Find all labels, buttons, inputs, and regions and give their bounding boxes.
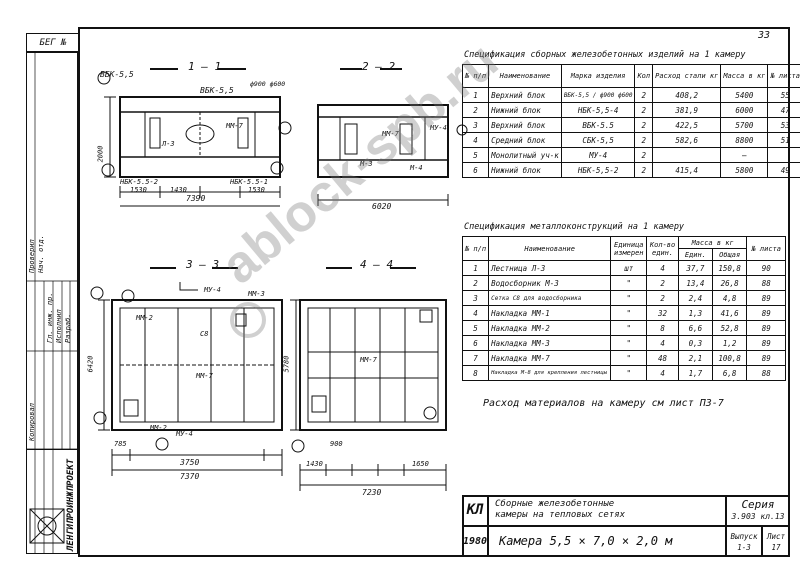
col-mass-unit: Един. (677, 248, 713, 261)
col-sheet: № листа (767, 64, 800, 88)
col-mass: Масса в кг (720, 64, 769, 88)
dim-1430-a: 1430 (170, 186, 187, 194)
spec-precast-table: № п/п Наименование Марка изделия Кол Рас… (461, 64, 800, 178)
title-description: Сборные железобетонные камеры на тепловы… (488, 495, 726, 526)
title-year: 1980 (462, 526, 488, 557)
label-mm7-s1: ММ-7 (226, 122, 243, 130)
dim-7230: 7230 (362, 488, 382, 497)
title-issue-label: Выпуск (730, 532, 758, 541)
spec-precast-title: Спецификация сборных железобетонных изде… (464, 50, 746, 60)
label-mm7-s4: ММ-7 (360, 356, 377, 364)
dim-1530-b: 1530 (248, 186, 265, 194)
dim-900: 900 (330, 440, 343, 448)
title-series: Серия 3.903 кл.13 (726, 495, 790, 526)
col-sheet: № листа (746, 236, 786, 261)
label-f900: ф900 ф600 (250, 80, 286, 88)
col-mark: Марка изделия (560, 64, 636, 88)
dim-7390: 7390 (186, 194, 206, 203)
title-sheet-label: Лист (766, 532, 786, 541)
dim-2000: 2000 (96, 145, 105, 163)
section-caption-4: 4 — 4 (360, 258, 394, 271)
col-name: Наименование (488, 236, 612, 261)
dim-3750: 3750 (180, 458, 200, 467)
title-desc-line1: Сборные железобетонные (495, 499, 615, 509)
title-issue: Выпуск 1-3 (726, 526, 762, 557)
dim-1650: 1650 (412, 460, 429, 468)
dim-6020: 6020 (372, 202, 392, 211)
label-nbk-left: НБК-5.5-2 (120, 178, 158, 186)
label-mu4-bottom: МУ-4 (176, 430, 193, 438)
title-sheet-value: 17 (771, 543, 781, 552)
label-mm2-bottom: ММ-2 (150, 424, 167, 432)
dim-1530-a: 1530 (130, 186, 147, 194)
spec-metal-title: Спецификация металлоконструкций на 1 кам… (464, 222, 685, 232)
label-l3-s1: Л-3 (162, 140, 175, 148)
label-mu4-top: МУ-4 (204, 286, 221, 294)
label-mm7-s2: ММ-7 (382, 130, 399, 138)
label-c8: С8 (200, 330, 209, 338)
dim-1430-b: 1430 (306, 460, 323, 468)
section-3-3-drawing (90, 267, 283, 476)
label-m4-s2: М-4 (410, 164, 423, 172)
col-steel: Расход стали кг (652, 64, 722, 88)
label-nbk51: НБК-5.5-1 (230, 178, 268, 186)
title-series-value: 3.903 кл.13 (731, 512, 785, 521)
label-mm2-top: ММ-2 (136, 314, 153, 322)
title-series-label: Серия (741, 498, 775, 511)
label-m3-s2: М-3 (360, 160, 373, 168)
col-count: Кол (634, 64, 654, 88)
label-mu4-s2: МУ-4 (430, 124, 447, 132)
title-issue-value: 1-3 (737, 543, 751, 552)
dim-785-a: 785 (114, 440, 127, 448)
col-num: № п/п (461, 236, 490, 261)
section-4-4-drawing (290, 267, 447, 491)
section-caption-3: 3 — 3 (186, 258, 220, 271)
col-qty: Кол-во един. (646, 236, 679, 261)
col-mass-total: Общая (711, 248, 748, 261)
drawing-frame (78, 27, 790, 557)
label-mm7-s3: ММ-7 (196, 372, 213, 380)
title-block: КЛ 1980 Сборные железобетонные камеры на… (462, 495, 790, 557)
dim-5780: 5780 (282, 355, 291, 373)
title-kl: КЛ (462, 495, 488, 526)
title-desc-line2: камеры на тепловых сетях (495, 510, 626, 520)
section-caption-1: 1 — 1 (188, 60, 222, 73)
label-vbk-top: ВБК-5,5 (200, 86, 234, 95)
title-name: Камера 5,5 × 7,0 × 2,0 м (488, 526, 726, 557)
dim-6420: 6420 (86, 355, 95, 373)
label-mm3: ММ-3 (248, 290, 265, 298)
spec-metal-table: № п/п Наименование Единица измерен Кол-в… (461, 236, 786, 381)
col-mass: Масса в кг (677, 236, 748, 249)
label-vbk-left: ВБК-5,5 (100, 70, 134, 79)
section-caption-2: 2 — 2 (362, 60, 396, 73)
title-sheet: Лист 17 (762, 526, 790, 557)
section-1-1-drawing (97, 68, 292, 207)
sheet-number: 33 (758, 30, 771, 41)
col-name: Наименование (488, 64, 562, 88)
materials-note: Расход материалов на камеру см лист ПЗ-7 (483, 398, 724, 409)
col-unit: Единица измерен (610, 236, 648, 261)
organisation-block: ЛЕНГИПРОИНЖПРОЕКТ (26, 449, 78, 554)
watermark-logo-icon (230, 302, 266, 338)
dim-7370: 7370 (180, 472, 200, 481)
org-emblem-icon (26, 449, 78, 554)
